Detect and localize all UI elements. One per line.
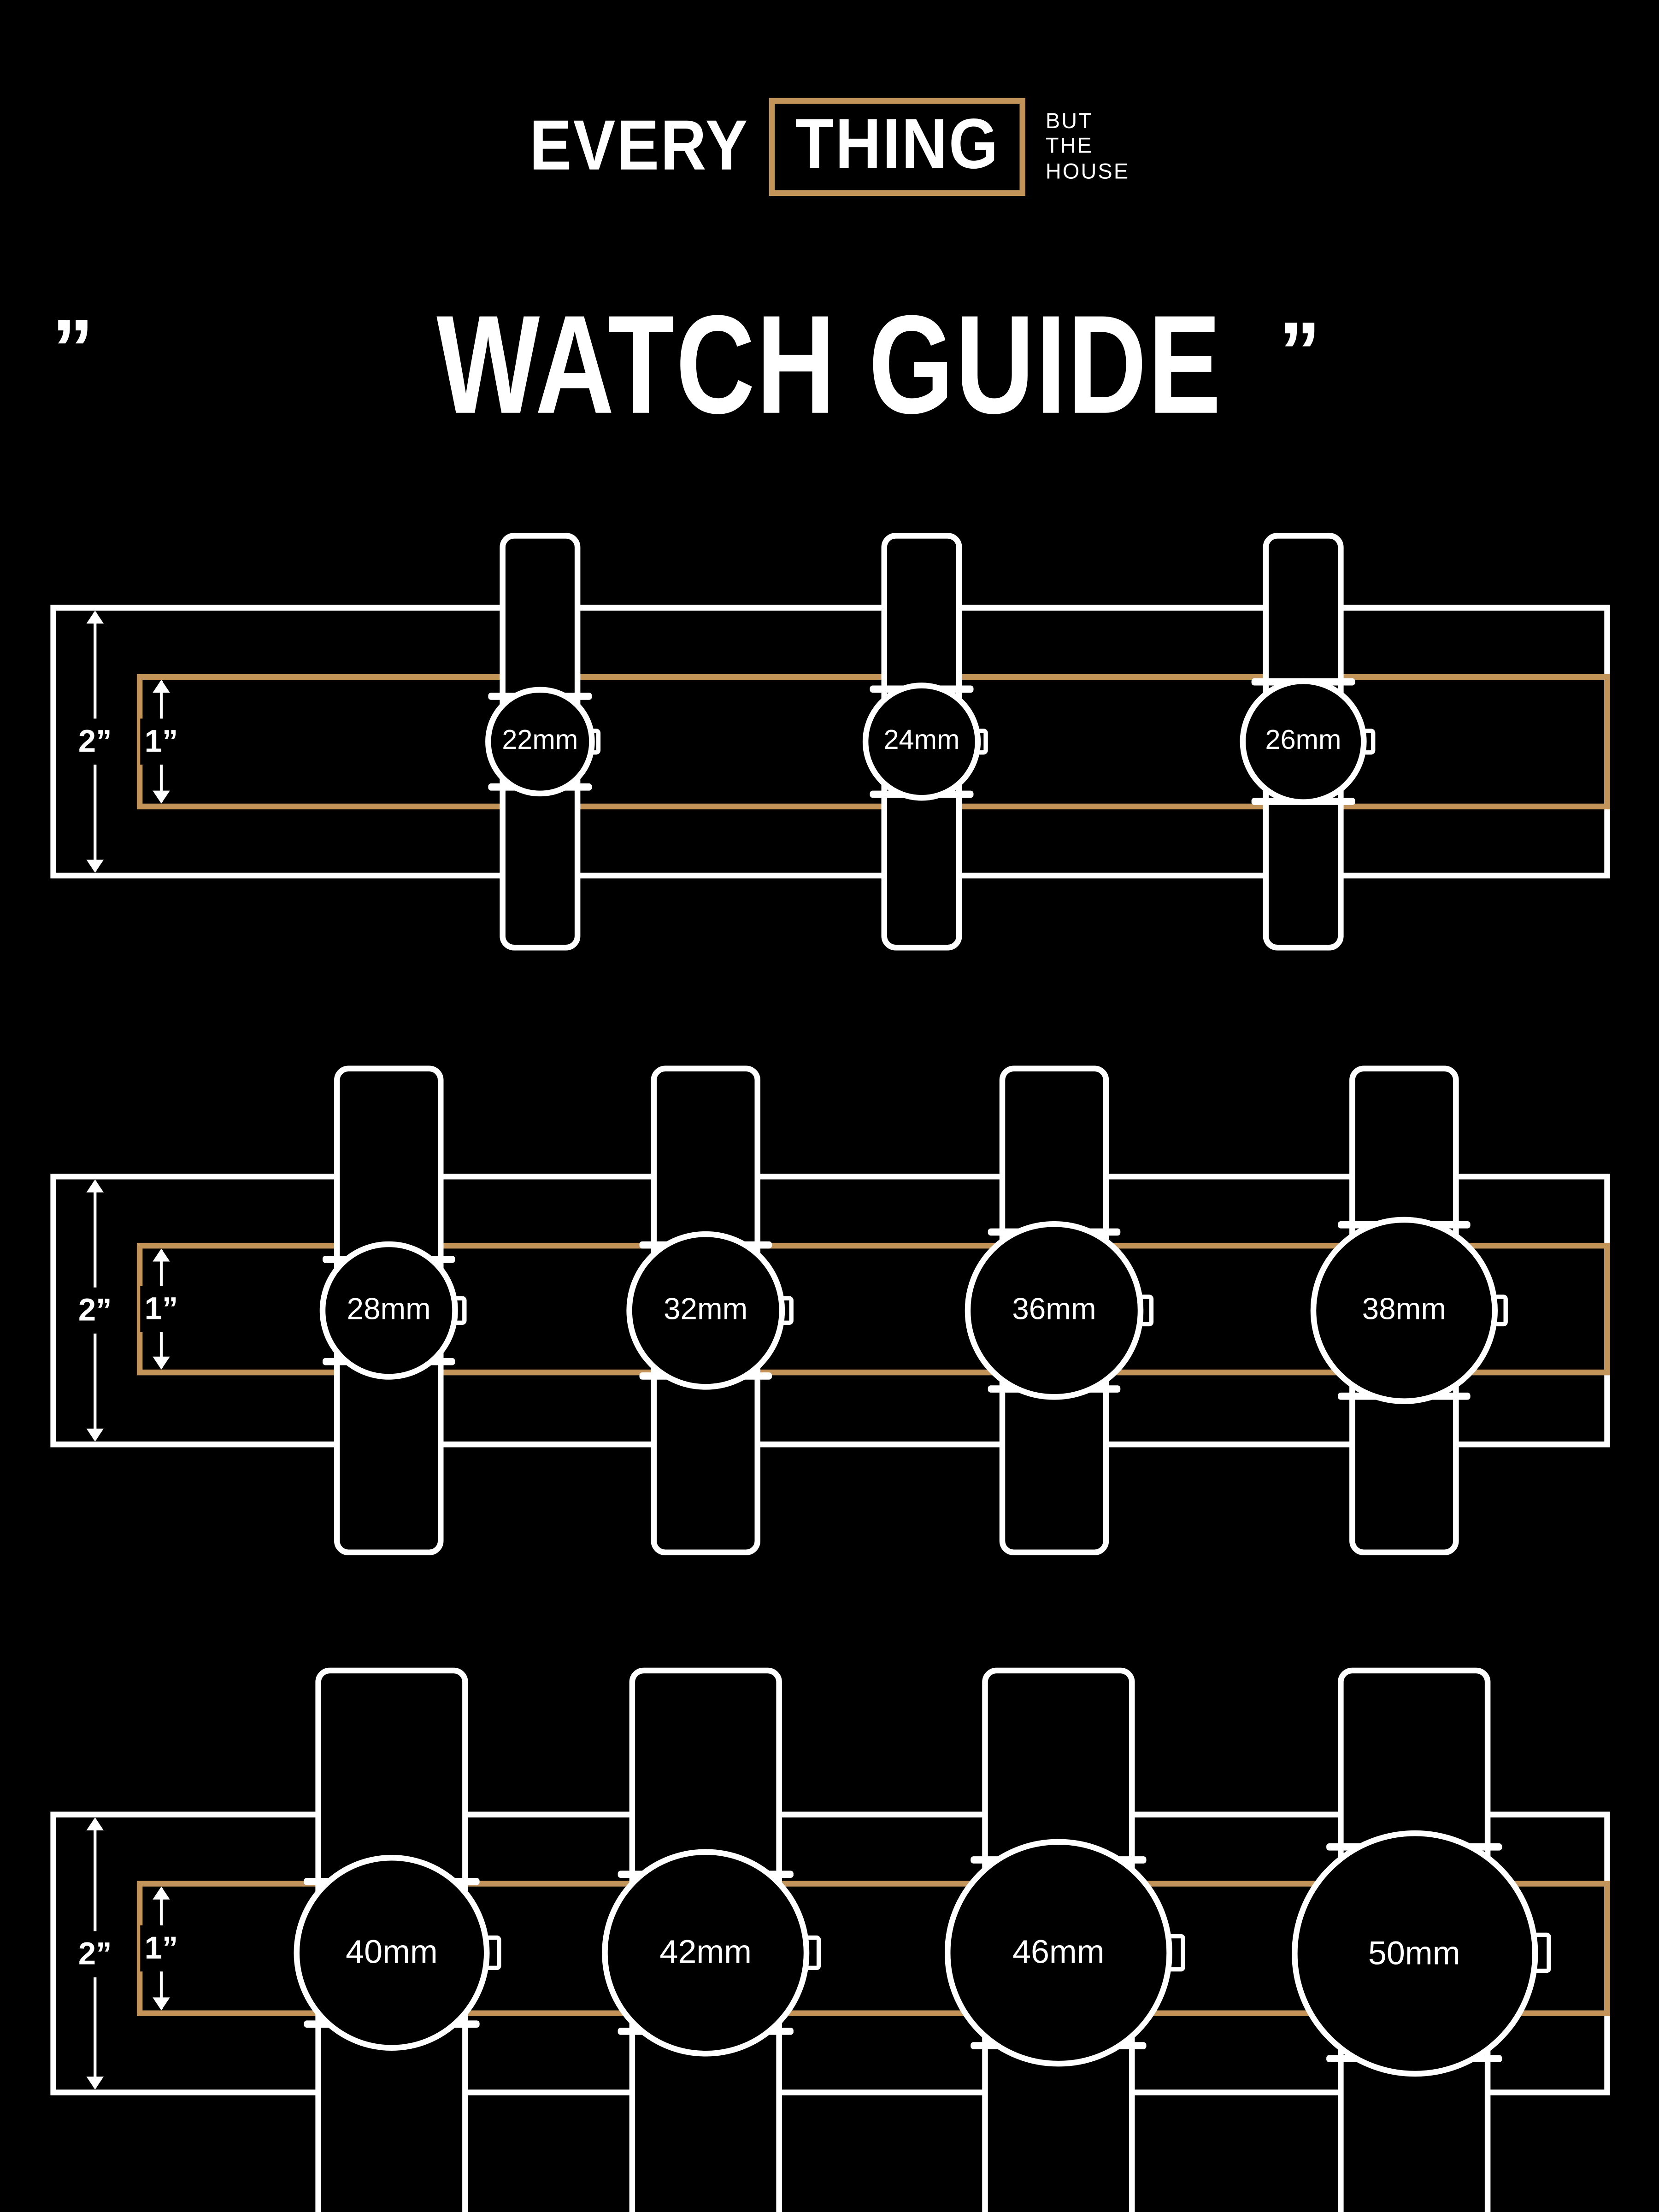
- watch-face-26: 26mm: [1239, 677, 1367, 806]
- dimension-1inch-arrow-up: [153, 680, 170, 693]
- dimension-2inch-arrow-down: [86, 2077, 104, 2090]
- dimension-1inch-arrow-down: [153, 1997, 170, 2011]
- logo-thing-box: THING: [769, 98, 1026, 196]
- dimension-2inch-arrow-up: [86, 1179, 104, 1193]
- dimension-2inch-arrow-up: [86, 611, 104, 624]
- dimension-1inch-arrow-down: [153, 790, 170, 804]
- ribbon-1inch: [136, 1242, 1610, 1376]
- watch-size-label: 50mm: [1368, 1933, 1460, 1971]
- brand-logo: EVERY THING BUT THE HOUSE: [0, 98, 1659, 196]
- dimension-1inch-arrow-up: [153, 1886, 170, 1900]
- dimension-2inch-label: 2”: [74, 718, 116, 765]
- ribbon-2inch: [50, 605, 1610, 879]
- watch-size-label: 40mm: [346, 1933, 438, 1971]
- watch-face-36: 36mm: [965, 1222, 1143, 1400]
- watch-size-label: 32mm: [663, 1294, 748, 1327]
- dimension-2inch-label: 2”: [74, 1930, 116, 1977]
- ribbon-1inch: [136, 1881, 1610, 2016]
- watch-size-label: 22mm: [502, 726, 578, 757]
- dimension-2inch-arrow-down: [86, 859, 104, 873]
- logo-word-thing: THING: [795, 105, 1000, 184]
- watch-face-42: 42mm: [602, 1849, 809, 2056]
- watch-size-label: 26mm: [1265, 726, 1341, 757]
- dimension-2inch-arrow-up: [86, 1817, 104, 1830]
- logo-tagline-line: THE: [1045, 134, 1094, 159]
- dimension-1inch-label: 1”: [140, 1286, 182, 1332]
- logo-tagline: BUT THE HOUSE: [1046, 110, 1130, 184]
- watch-face-50: 50mm: [1291, 1830, 1537, 2076]
- dimension-1inch-arrow-down: [153, 1356, 170, 1370]
- watch-face-46: 46mm: [945, 1839, 1172, 2066]
- logo-tagline-line: HOUSE: [1045, 159, 1130, 184]
- watch-face-22: 22mm: [486, 687, 594, 796]
- watch-face-24: 24mm: [862, 682, 981, 801]
- dimension-1inch-label: 1”: [140, 718, 182, 765]
- decor-quote-left: ”: [52, 302, 94, 396]
- page-title: WATCH GUIDE: [436, 287, 1223, 444]
- dimension-1inch-arrow-up: [153, 1248, 170, 1262]
- watch-face-28: 28mm: [320, 1241, 458, 1380]
- logo-word-every: EVERY: [529, 106, 749, 186]
- dimension-2inch-arrow-down: [86, 1429, 104, 1442]
- watch-size-label: 36mm: [1012, 1294, 1096, 1327]
- watch-size-label: 24mm: [883, 726, 960, 757]
- watch-size-label: 28mm: [347, 1294, 431, 1327]
- watch-size-label: 38mm: [1362, 1294, 1447, 1327]
- dimension-2inch-label: 2”: [74, 1287, 116, 1334]
- dimension-1inch-label: 1”: [140, 1925, 182, 1972]
- watch-face-32: 32mm: [627, 1231, 785, 1389]
- watch-face-38: 38mm: [1310, 1217, 1498, 1404]
- decor-quote-right: ”: [1279, 305, 1321, 399]
- watch-size-label: 46mm: [1012, 1933, 1105, 1971]
- watch-face-40: 40mm: [293, 1854, 490, 2052]
- logo-tagline-line: BUT: [1045, 109, 1094, 135]
- watch-size-label: 42mm: [659, 1933, 752, 1971]
